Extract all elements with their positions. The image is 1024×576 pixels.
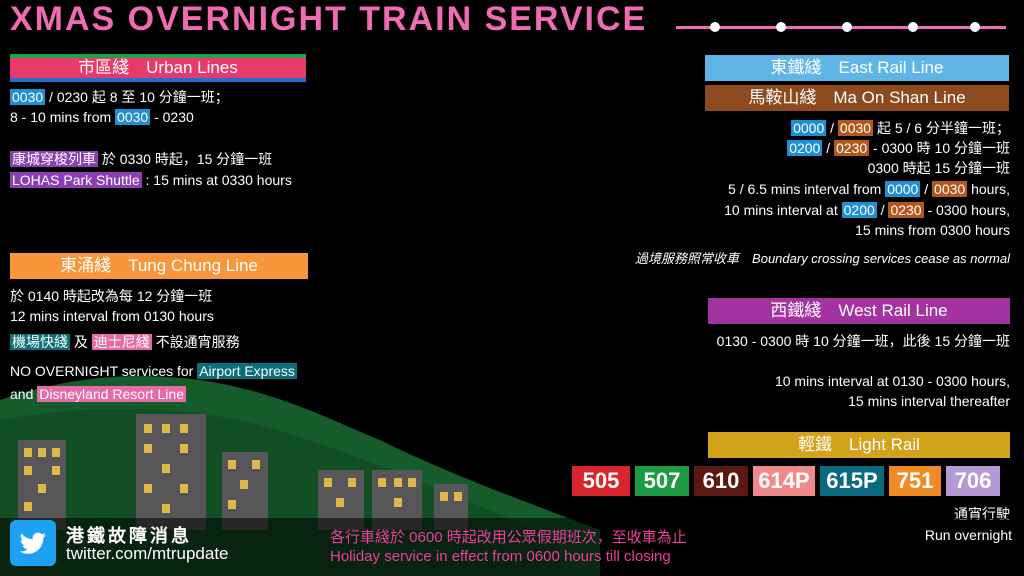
rail-station-dot [908, 22, 918, 32]
time-badge: 0030 [10, 89, 46, 105]
time-badge: 0030 [115, 109, 151, 125]
twitter-icon[interactable] [10, 520, 56, 566]
building-3 [222, 452, 268, 530]
overnight-en: Run overnight [924, 527, 1012, 543]
tung-chung-heading: 東涌綫 Tung Chung Line [10, 253, 308, 279]
rail-station-dot [776, 22, 786, 32]
airport-express-badge: 機場快綫 [10, 334, 70, 350]
rail-station-dot [842, 22, 852, 32]
east-rail-heading: 東鐵綫 East Rail Line [705, 55, 1009, 81]
brand-name: 港鐵故障消息 [66, 526, 192, 546]
route-badge-615p: 615P [820, 466, 884, 496]
route-badge-751: 751 [889, 466, 941, 496]
disney-line-badge: 迪士尼綫 [91, 334, 152, 350]
route-badge-507: 507 [635, 466, 689, 496]
page-title: XMAS OVERNIGHT TRAIN SERVICE [10, 0, 648, 38]
east-zh-3: 0300 時起 15 分鐘一班 [867, 160, 1010, 176]
twitter-handle[interactable]: twitter.com/mtrupdate [66, 544, 229, 563]
footer-bar [0, 518, 1024, 576]
urban-lines-heading: 市區綫 Urban Lines [78, 58, 238, 77]
lohas-shuttle-en: LOHAS Park Shuttle : 15 mins at 0330 hou… [10, 172, 292, 188]
holiday-notice-zh: 各行車綫於 0600 時起改用公眾假期班次，至收車為止 [330, 529, 687, 546]
urban-frequency-zh: 0030 / 0230 起 8 至 10 分鐘一班； [10, 89, 229, 105]
east-en-2: 10 mins interval at 0200 / 0230 - 0300 h… [724, 202, 1010, 218]
west-rail-heading: 西鐵綫 West Rail Line [708, 298, 1010, 324]
building-1 [18, 440, 66, 530]
rail-station-dot [970, 22, 980, 32]
twitter-bird-icon [19, 532, 47, 554]
no-service-zh: 機場快綫 及 迪士尼綫 不設通宵服務 [10, 334, 240, 350]
boundary-notice: 過境服務照常收車 Boundary crossing services ceas… [635, 251, 1010, 266]
route-badge-706: 706 [946, 466, 1000, 496]
west-rail-en-2: 15 mins interval thereafter [848, 393, 1010, 409]
airport-express-badge: Airport Express [197, 363, 297, 379]
tung-chung-en: 12 mins interval from 0130 hours [10, 308, 214, 324]
title-rail-line [676, 26, 1006, 29]
east-zh-1: 0000 / 0030 起 5 / 6 分半鐘一班； [791, 120, 1010, 136]
rail-station-dot [710, 22, 720, 32]
no-service-en-2: and Disneyland Resort Line [10, 386, 186, 402]
no-service-en-1: NO OVERNIGHT services for Airport Expres… [10, 363, 297, 379]
building-2 [136, 414, 206, 530]
west-rail-zh: 0130 - 0300 時 10 分鐘一班，此後 15 分鐘一班 [716, 333, 1010, 349]
lohas-badge: LOHAS Park Shuttle [10, 172, 142, 188]
route-badge-505: 505 [572, 466, 630, 496]
route-badge-614p: 614P [753, 466, 815, 496]
lohas-badge: 康城穿梭列車 [10, 151, 98, 167]
lohas-shuttle-zh: 康城穿梭列車 於 0330 時起，15 分鐘一班 [10, 151, 273, 167]
tung-chung-zh: 於 0140 時起改為每 12 分鐘一班 [10, 288, 213, 304]
ma-on-shan-heading: 馬鞍山綫 Ma On Shan Line [705, 85, 1009, 111]
urban-frequency-en: 8 - 10 mins from 0030 - 0230 [10, 109, 194, 125]
west-rail-en-1: 10 mins interval at 0130 - 0300 hours, [774, 373, 1010, 389]
light-rail-heading: 輕鐵 Light Rail [708, 432, 1010, 458]
east-en-3: 15 mins from 0300 hours [855, 222, 1010, 238]
urban-lines-header: 市區綫 Urban Lines [10, 54, 306, 82]
route-badge-610: 610 [694, 466, 748, 496]
holiday-notice-en: Holiday service in effect from 0600 hour… [330, 548, 671, 565]
east-zh-2: 0200 / 0230 - 0300 時 10 分鐘一班 [787, 140, 1010, 156]
disney-line-badge: Disneyland Resort Line [37, 386, 186, 402]
east-en-1: 5 / 6.5 mins interval from 0000 / 0030 h… [728, 181, 1010, 197]
